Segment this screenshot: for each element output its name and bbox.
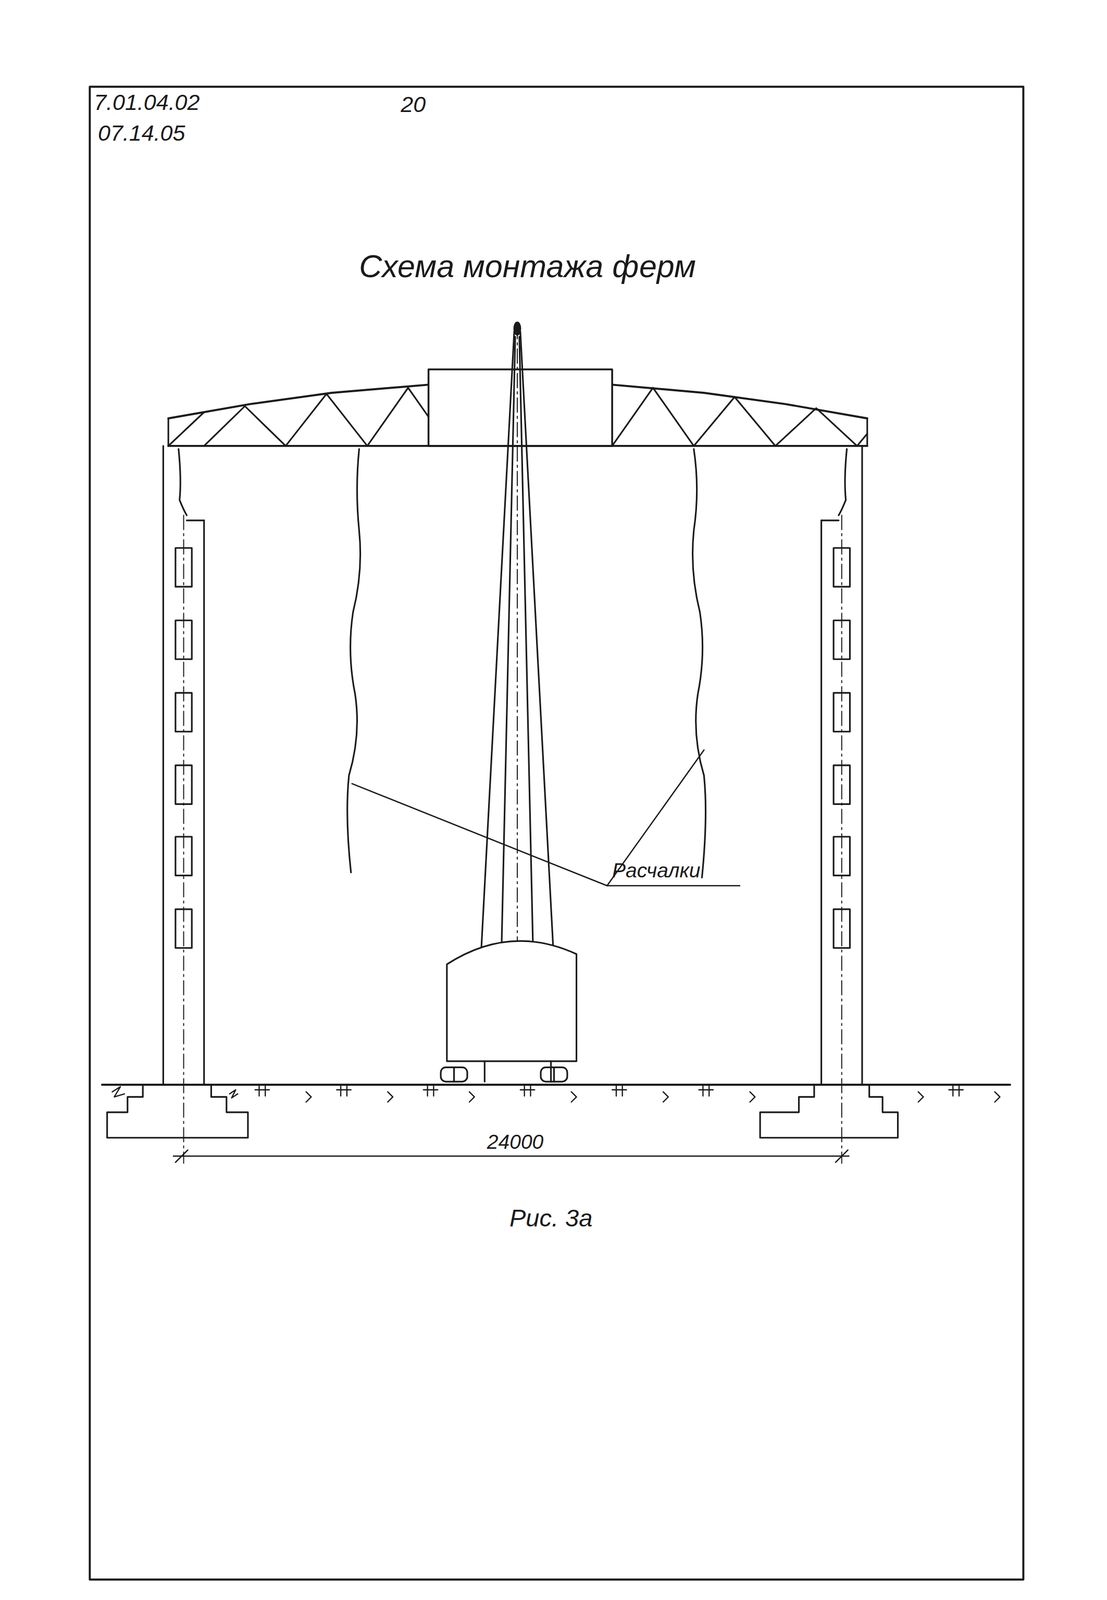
left-column [163,445,204,1164]
guy-ropes [347,449,740,886]
crawler-crane [440,322,577,1082]
guy-rope-label: Расчалки [612,859,701,883]
right-column [821,445,863,1164]
page-number: 20 [400,91,426,118]
figure-caption: Рис. 3а [509,1203,593,1233]
sheet-frame [89,86,1024,1579]
drawing-title: Схема монтажа ферм [358,247,696,285]
dimension-value: 24000 [487,1130,544,1154]
ground [102,1084,1011,1138]
document-code: 7.01.04.02 [93,89,200,116]
document-date: 07.14.05 [97,120,185,146]
